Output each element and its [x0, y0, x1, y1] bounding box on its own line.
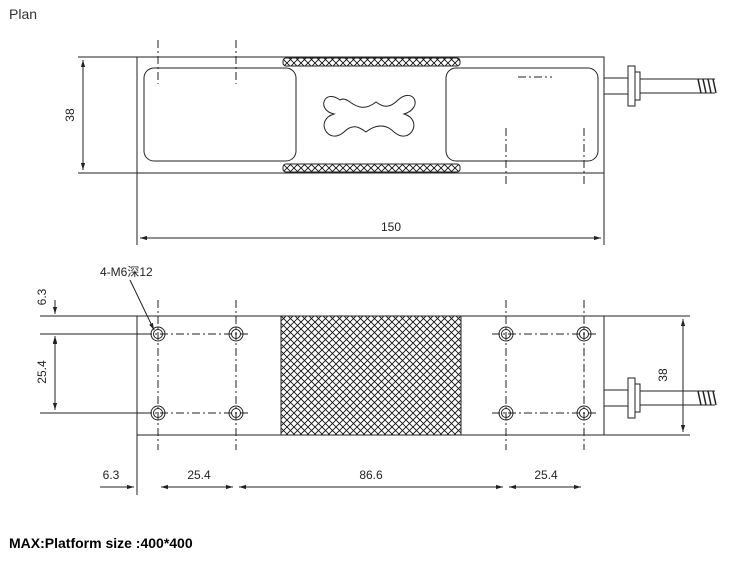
hole — [498, 405, 514, 421]
dim-top-offset: 6.3 — [35, 288, 49, 305]
thread-callout: 4-M6深12 — [100, 265, 153, 279]
plan-label: Plan — [9, 6, 38, 22]
bottom-view — [40, 279, 717, 495]
top-length-dim: 150 — [381, 220, 401, 234]
hole — [576, 326, 592, 342]
hole — [498, 326, 514, 342]
bottom-gauge-hatch — [282, 163, 461, 173]
dim-center: 86.6 — [359, 468, 383, 482]
top-height-dim: 38 — [63, 108, 77, 122]
top-view — [78, 40, 717, 245]
top-gauge-hatch — [282, 57, 461, 67]
top-view-right-pocket — [445, 67, 599, 162]
hole — [150, 405, 166, 421]
hole — [228, 405, 244, 421]
hole — [576, 405, 592, 421]
gauge-zone-hatch — [280, 315, 462, 436]
top-view-body — [136, 56, 605, 174]
dim-pitch-left: 25.4 — [187, 468, 211, 482]
hole — [150, 326, 166, 342]
dim-left-offset: 6.3 — [103, 468, 120, 482]
platform-size-note: MAX:Platform size :400*400 — [9, 535, 193, 551]
top-view-left-pocket — [143, 67, 297, 162]
center-cutout — [323, 94, 416, 137]
hole — [228, 326, 244, 342]
dim-bottom-height: 38 — [656, 368, 670, 382]
dim-hole-pitch-v: 25.4 — [35, 360, 49, 384]
dim-pitch-right: 25.4 — [534, 468, 558, 482]
